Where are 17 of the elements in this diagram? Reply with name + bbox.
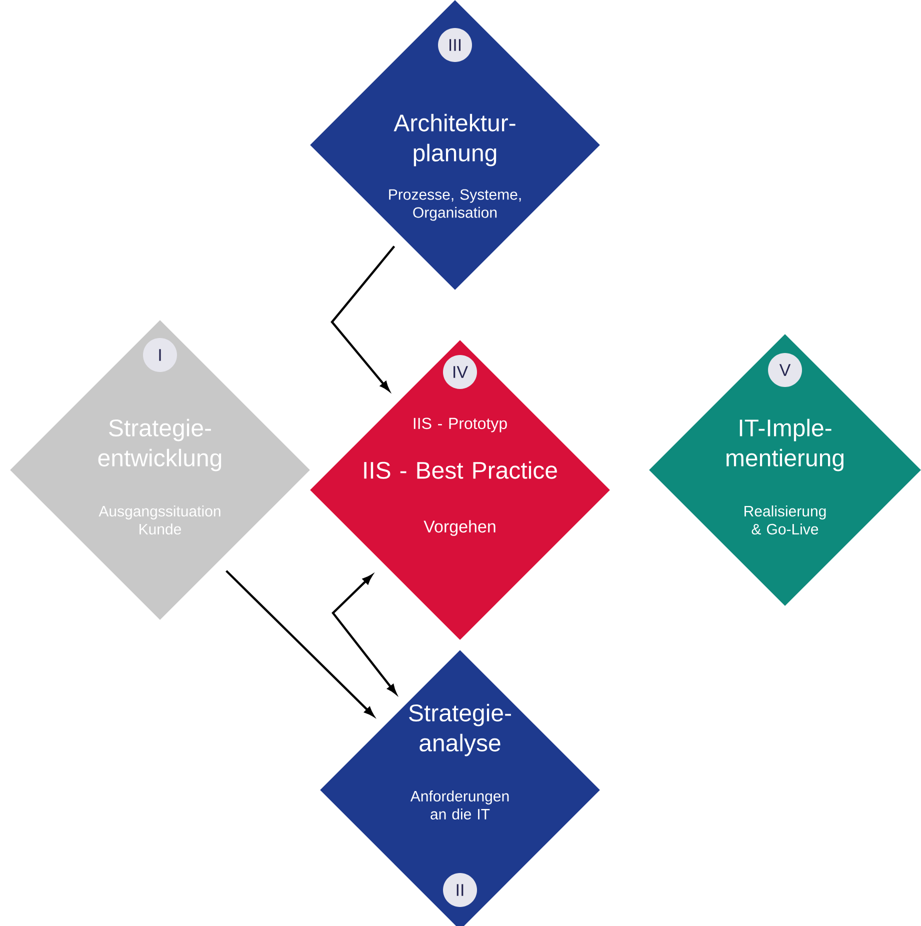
diamond-heading: IIS - Best Practice — [364, 461, 557, 479]
diamond — [649, 334, 921, 606]
arrow — [330, 246, 396, 392]
diamond-text: IIS - Prototyp — [414, 418, 507, 432]
diamond-heading: Architektur- planung — [394, 114, 516, 166]
diamond — [310, 0, 600, 290]
diamond-text: Anforderungen an die IT — [410, 790, 509, 820]
diamond — [320, 650, 600, 926]
diamond-text: Prozesse, Systeme, Organisation — [389, 189, 521, 221]
diamond — [310, 340, 610, 640]
diamond-text: Vorgehen — [424, 520, 496, 536]
diamond — [10, 320, 310, 620]
diamond-text: Realisierung & Go-Live — [744, 506, 826, 534]
diamond-heading: IT-Imple- mentierung — [726, 418, 844, 472]
diamond-heading: Strategie- analyse — [409, 704, 511, 756]
arrow — [332, 574, 397, 694]
arrow — [226, 570, 374, 716]
